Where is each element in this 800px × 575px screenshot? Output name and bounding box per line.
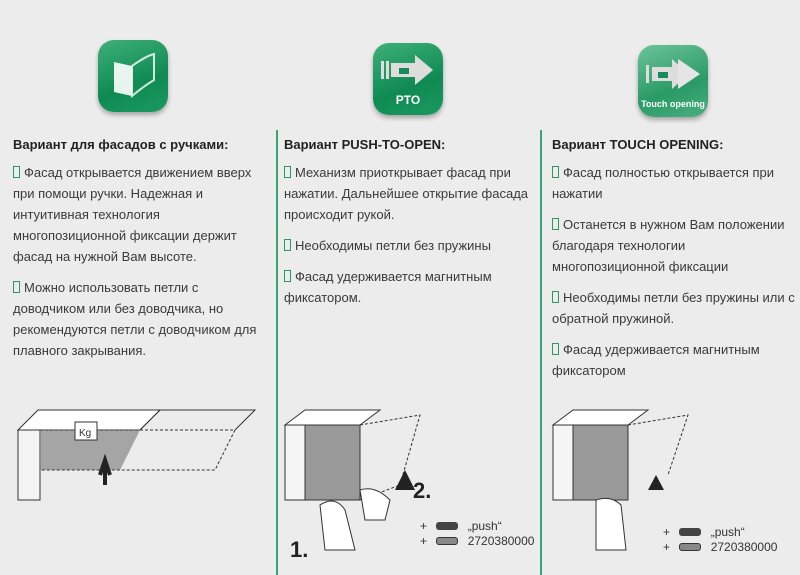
column-touch-opening: Вариант TOUCH OPENING: Фасад полностью о… — [552, 137, 797, 391]
bullet-text: Останется в нужном Вам положении благода… — [552, 217, 785, 274]
column-title: Вариант PUSH-TO-OPEN: — [284, 137, 446, 152]
pto-label: PTO — [395, 93, 421, 107]
bullet-item: Фасад удерживается магнитным фиксатором — [552, 339, 797, 381]
bullet-icon — [284, 166, 291, 178]
step-two-label: 2. — [413, 478, 432, 503]
column-divider — [540, 130, 542, 575]
part-push-label: „push“ — [467, 519, 502, 533]
bullet-text: Фасад полностью открывается при нажатии — [552, 165, 775, 201]
bullet-text: Фасад удерживается магнитным фиксатором. — [284, 269, 492, 305]
bullet-text: Необходимы петли без пружины — [295, 238, 491, 253]
part-push-label: „push“ — [710, 525, 745, 539]
push-latch-part: + „push“ + 2720380000 — [663, 525, 777, 555]
column-divider — [276, 130, 278, 575]
touch-cabinet-illustration — [551, 409, 689, 551]
column-handles: Вариант для фасадов с ручками: Фасад отк… — [13, 137, 268, 371]
bullet-text: Механизм приоткрывает фасад при нажатии.… — [284, 165, 529, 222]
plus-sign: + — [663, 525, 671, 539]
latch-icon — [679, 528, 702, 536]
bullet-item: Можно использовать петли с доводчиком ил… — [13, 277, 268, 361]
plus-sign: + — [420, 519, 428, 533]
push-to-open-icon: PTO — [373, 43, 443, 115]
bullet-icon — [552, 166, 559, 178]
touch-opening-label: Touch opening — [641, 99, 705, 109]
part-number: 2720380000 — [710, 540, 778, 554]
bullet-text: Фасад удерживается магнитным фиксатором — [552, 342, 760, 378]
handle-facade-icon — [98, 40, 168, 112]
bullet-item: Фасад открывается движением вверх при по… — [13, 162, 268, 267]
bullet-icon — [13, 281, 20, 293]
bullet-text: Фасад открывается движением вверх при по… — [13, 165, 252, 264]
part-number: 2720380000 — [467, 534, 535, 548]
touch-opening-icon: Touch opening — [638, 45, 708, 117]
bullet-item: Необходимы петли без пружины — [284, 235, 534, 256]
bullet-icon — [13, 166, 20, 178]
bullet-item: Необходимы петли без пружины или с обрат… — [552, 287, 797, 329]
bullet-item: Механизм приоткрывает фасад при нажатии.… — [284, 162, 534, 225]
column-title: Вариант TOUCH OPENING: — [552, 137, 724, 152]
plus-sign: + — [663, 540, 671, 554]
step-one-label: 1. — [290, 537, 309, 562]
push-latch-part: + „push“ + 2720380000 — [420, 519, 534, 549]
bullet-item: Фасад удерживается магнитным фиксатором. — [284, 266, 534, 308]
bullet-icon — [284, 239, 291, 251]
weight-label: Kg — [79, 428, 91, 439]
magnet-icon — [436, 537, 459, 545]
push-cabinet-illustration — [283, 409, 421, 551]
bullet-item: Фасад полностью открывается при нажатии — [552, 162, 797, 204]
latch-icon — [436, 522, 459, 530]
bullet-text: Можно использовать петли с доводчиком ил… — [13, 280, 257, 358]
bullet-icon — [552, 343, 559, 355]
magnet-icon — [679, 543, 702, 551]
bullet-text: Необходимы петли без пружины или с обрат… — [552, 290, 795, 326]
bullet-icon — [552, 218, 559, 230]
plus-sign: + — [420, 534, 428, 548]
column-title: Вариант для фасадов с ручками: — [13, 137, 229, 152]
bullet-icon — [552, 291, 559, 303]
column-push-to-open: Вариант PUSH-TO-OPEN: Механизм приоткрыв… — [284, 137, 534, 318]
handle-cabinet-illustration: Kg — [16, 409, 257, 501]
bullet-item: Останется в нужном Вам положении благода… — [552, 214, 797, 277]
bullet-icon — [284, 270, 291, 282]
